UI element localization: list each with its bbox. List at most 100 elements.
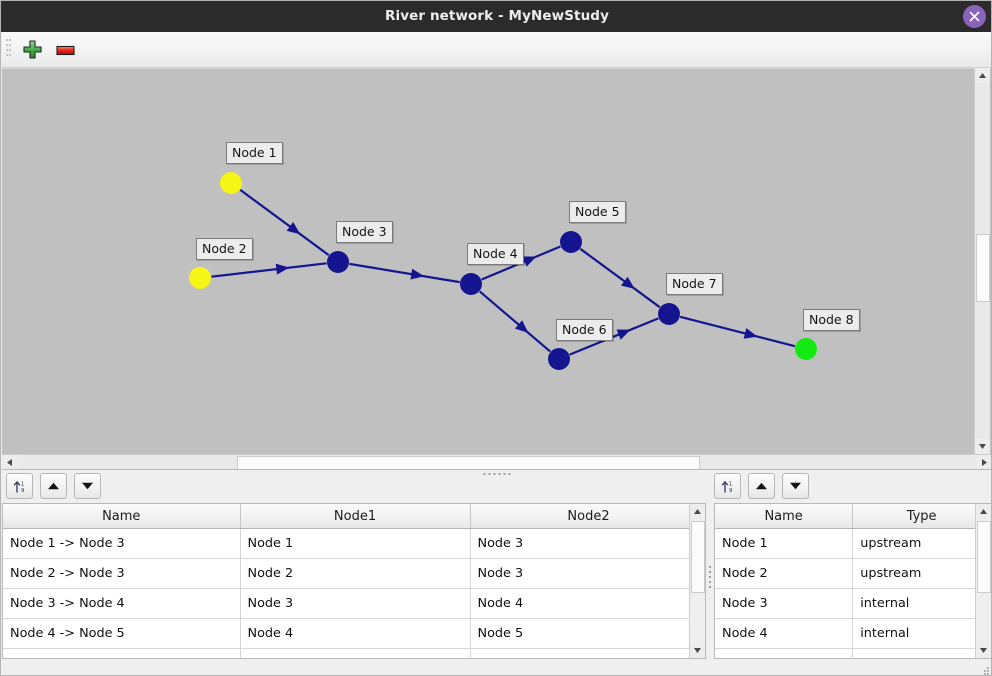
branch-table-cell-node2[interactable]: Node 3 (470, 528, 705, 559)
node-table-cell-type[interactable]: upstream (852, 558, 991, 589)
node-table-scrollbar[interactable] (975, 504, 991, 658)
graph-edge[interactable] (211, 262, 327, 278)
graph-edge[interactable] (679, 315, 796, 348)
node-table-cell-name[interactable]: Node 4 (715, 618, 854, 649)
node-table-cell-type[interactable]: upstream (852, 528, 991, 559)
branch-scroll-thumb[interactable] (691, 521, 705, 593)
node-sort-button[interactable]: 1 9 (714, 473, 741, 499)
node-column-header-name[interactable]: Name (715, 504, 854, 529)
branch-table-cell-node2[interactable]: Node 4 (470, 588, 705, 619)
branch-table-cell-name[interactable]: Node 4 -> Node 5 (3, 618, 241, 649)
branch-column-header-node2[interactable]: Node2 (470, 504, 705, 529)
branch-table-cell-node2[interactable]: Node 3 (470, 558, 705, 589)
scroll-down-arrow-icon[interactable] (975, 439, 990, 454)
graph-node-label-node-7[interactable]: Node 7 (666, 273, 723, 295)
network-graph-svg[interactable] (2, 69, 976, 455)
branch-column-header-node1[interactable]: Node1 (240, 504, 471, 529)
graph-edge[interactable] (239, 188, 330, 257)
branch-table-cell-name[interactable]: Node 1 -> Node 3 (3, 528, 241, 559)
branch-column-header-name[interactable]: Name (3, 504, 241, 529)
toolbar-grip[interactable] (6, 39, 11, 60)
graph-node-node-7[interactable] (658, 303, 680, 325)
branch-move-down-button[interactable] (74, 473, 101, 499)
close-icon[interactable] (963, 5, 986, 28)
node-scroll-thumb[interactable] (977, 521, 991, 593)
graph-node-node-6[interactable] (548, 348, 570, 370)
resize-grip[interactable] (982, 667, 989, 675)
graph-edge[interactable] (569, 317, 659, 356)
branch-table-cell-node2[interactable]: Node 5 (470, 618, 705, 649)
vertical-splitter[interactable] (706, 478, 714, 675)
branch-table-scrollbar[interactable] (689, 504, 705, 658)
graph-node-label-node-1[interactable]: Node 1 (226, 142, 283, 164)
branch-table-empty-cell[interactable] (3, 648, 241, 658)
graph-node-label-node-8[interactable]: Node 8 (803, 309, 860, 331)
branch-table-cell-node1[interactable]: Node 2 (240, 558, 471, 589)
branch-table-empty-cell[interactable] (240, 648, 471, 658)
red-rectangle-icon[interactable] (52, 36, 79, 63)
graph-node-node-5[interactable] (560, 231, 582, 253)
graph-node-label-node-3[interactable]: Node 3 (336, 221, 393, 243)
node-table-cell-name[interactable]: Node 1 (715, 528, 854, 559)
node-table-empty-cell[interactable] (852, 648, 991, 658)
graph-horizontal-scrollbar[interactable] (2, 454, 991, 470)
branch-scroll-down-arrow-icon[interactable] (690, 643, 705, 658)
graph-edge[interactable] (579, 247, 661, 309)
node-move-up-button[interactable] (748, 473, 775, 499)
node-table-empty-cell[interactable] (715, 648, 854, 658)
graph-hscroll-thumb[interactable] (237, 456, 700, 470)
network-graph-canvas[interactable]: Node 1 Node 2 Node 3 Node 4 Node 5 Node 6 Node… (2, 68, 991, 455)
scroll-right-arrow-icon[interactable] (977, 455, 991, 470)
scroll-up-arrow-icon[interactable] (975, 68, 990, 83)
node-table-cell-name[interactable]: Node 3 (715, 588, 854, 619)
node-column-header-type[interactable]: Type (852, 504, 991, 529)
graph-node-node-1[interactable] (220, 172, 242, 194)
node-table-cell-type[interactable]: internal (852, 618, 991, 649)
node-panel-toolbar: 1 9 (714, 473, 834, 500)
graph-node-node-2[interactable] (189, 267, 211, 289)
green-plus-icon[interactable] (19, 36, 46, 63)
branch-table-cell-name[interactable]: Node 2 -> Node 3 (3, 558, 241, 589)
node-table-cell-name[interactable]: Node 2 (715, 558, 854, 589)
branch-table-cell-node1[interactable]: Node 1 (240, 528, 471, 559)
node-scroll-up-arrow-icon[interactable] (976, 504, 991, 519)
graph-node-node-4[interactable] (460, 273, 482, 295)
graph-vertical-scrollbar[interactable] (974, 68, 990, 454)
graph-edge[interactable] (349, 262, 460, 284)
graph-node-node-3[interactable] (327, 251, 349, 273)
branch-table-cell-name[interactable]: Node 3 -> Node 4 (3, 588, 241, 619)
graph-edge-arrow-icon (514, 320, 529, 333)
branch-table-cell-node1[interactable]: Node 3 (240, 588, 471, 619)
graph-node-label-node-2[interactable]: Node 2 (196, 238, 253, 260)
branch-sort-button[interactable]: 1 9 (6, 473, 33, 499)
graph-node-label-node-5[interactable]: Node 5 (569, 201, 626, 223)
branch-scroll-up-arrow-icon[interactable] (690, 504, 705, 519)
branch-table-cell-node1[interactable]: Node 4 (240, 618, 471, 649)
graph-node-label-node-4[interactable]: Node 4 (467, 243, 524, 265)
graph-node-label-node-6[interactable]: Node 6 (556, 319, 613, 341)
graph-edge-arrow-icon (743, 328, 758, 339)
branch-move-up-button[interactable] (40, 473, 67, 499)
branch-table-empty-row[interactable] (3, 648, 705, 658)
graph-vscroll-thumb[interactable] (976, 234, 990, 302)
graph-node-node-8[interactable] (795, 338, 817, 360)
branch-table-empty-cell[interactable] (470, 648, 705, 658)
node-move-down-button[interactable] (782, 473, 809, 499)
scroll-left-arrow-icon[interactable] (2, 455, 17, 470)
node-table-cell-type[interactable]: internal (852, 588, 991, 619)
node-scroll-down-arrow-icon[interactable] (976, 643, 991, 658)
horizontal-splitter[interactable] (2, 469, 991, 479)
node-table-empty-row[interactable] (715, 648, 991, 658)
graph-edge[interactable] (479, 290, 551, 353)
branch-table-header-row: Name Node1 Node2 (3, 504, 705, 529)
